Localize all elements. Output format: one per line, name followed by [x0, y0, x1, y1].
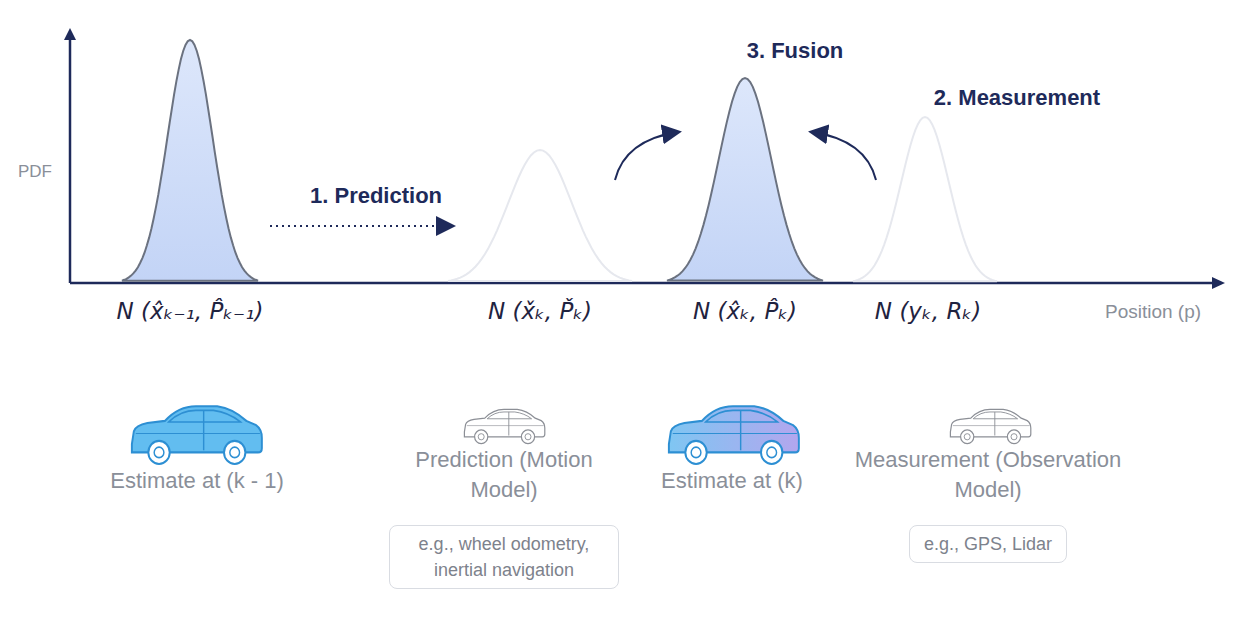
y-axis — [69, 36, 72, 283]
axis-label: PDF — [18, 162, 52, 182]
car-icon — [464, 409, 544, 443]
node-heading: Prediction (Motion Model) — [389, 445, 619, 505]
car-caption: Estimate at (k) — [661, 468, 803, 494]
fusion-arrow — [615, 132, 678, 180]
example-box: e.g., wheel odometry, inertial navigatio… — [389, 525, 619, 589]
axis-label: Position (p) — [1105, 301, 1201, 323]
model-node: Prediction (Motion Model) e.g., wheel odo… — [389, 445, 619, 589]
model-node: Measurement (Observation Model) e.g., GPS… — [853, 445, 1123, 563]
car-caption: Estimate at (k - 1) — [110, 468, 284, 494]
distribution-label: N (yₖ, Rₖ) — [875, 298, 981, 324]
gaussian-curve — [448, 150, 632, 281]
step-label: 1. Prediction — [310, 183, 442, 209]
gaussian-curve — [122, 40, 258, 281]
step-label: 3. Fusion — [747, 38, 844, 64]
prediction-arrow — [270, 225, 452, 227]
distribution-label: N (x̂ₖ, P̂ₖ) — [693, 298, 797, 324]
gaussian-curve — [667, 78, 823, 281]
x-axis — [70, 282, 1216, 285]
step-label: 2. Measurement — [934, 85, 1100, 111]
example-box: e.g., GPS, Lidar — [909, 525, 1067, 563]
distribution-label: N (x̌ₖ, P̌ₖ) — [488, 298, 592, 324]
fusion-arrow — [812, 132, 876, 180]
distribution-label: N (x̂ₖ₋₁, P̂ₖ₋₁) — [117, 298, 264, 324]
car-icon — [669, 406, 799, 464]
node-heading: Measurement (Observation Model) — [853, 445, 1123, 505]
car-icon — [950, 409, 1030, 443]
gaussian-curve — [853, 117, 997, 281]
car-icon — [132, 406, 262, 464]
